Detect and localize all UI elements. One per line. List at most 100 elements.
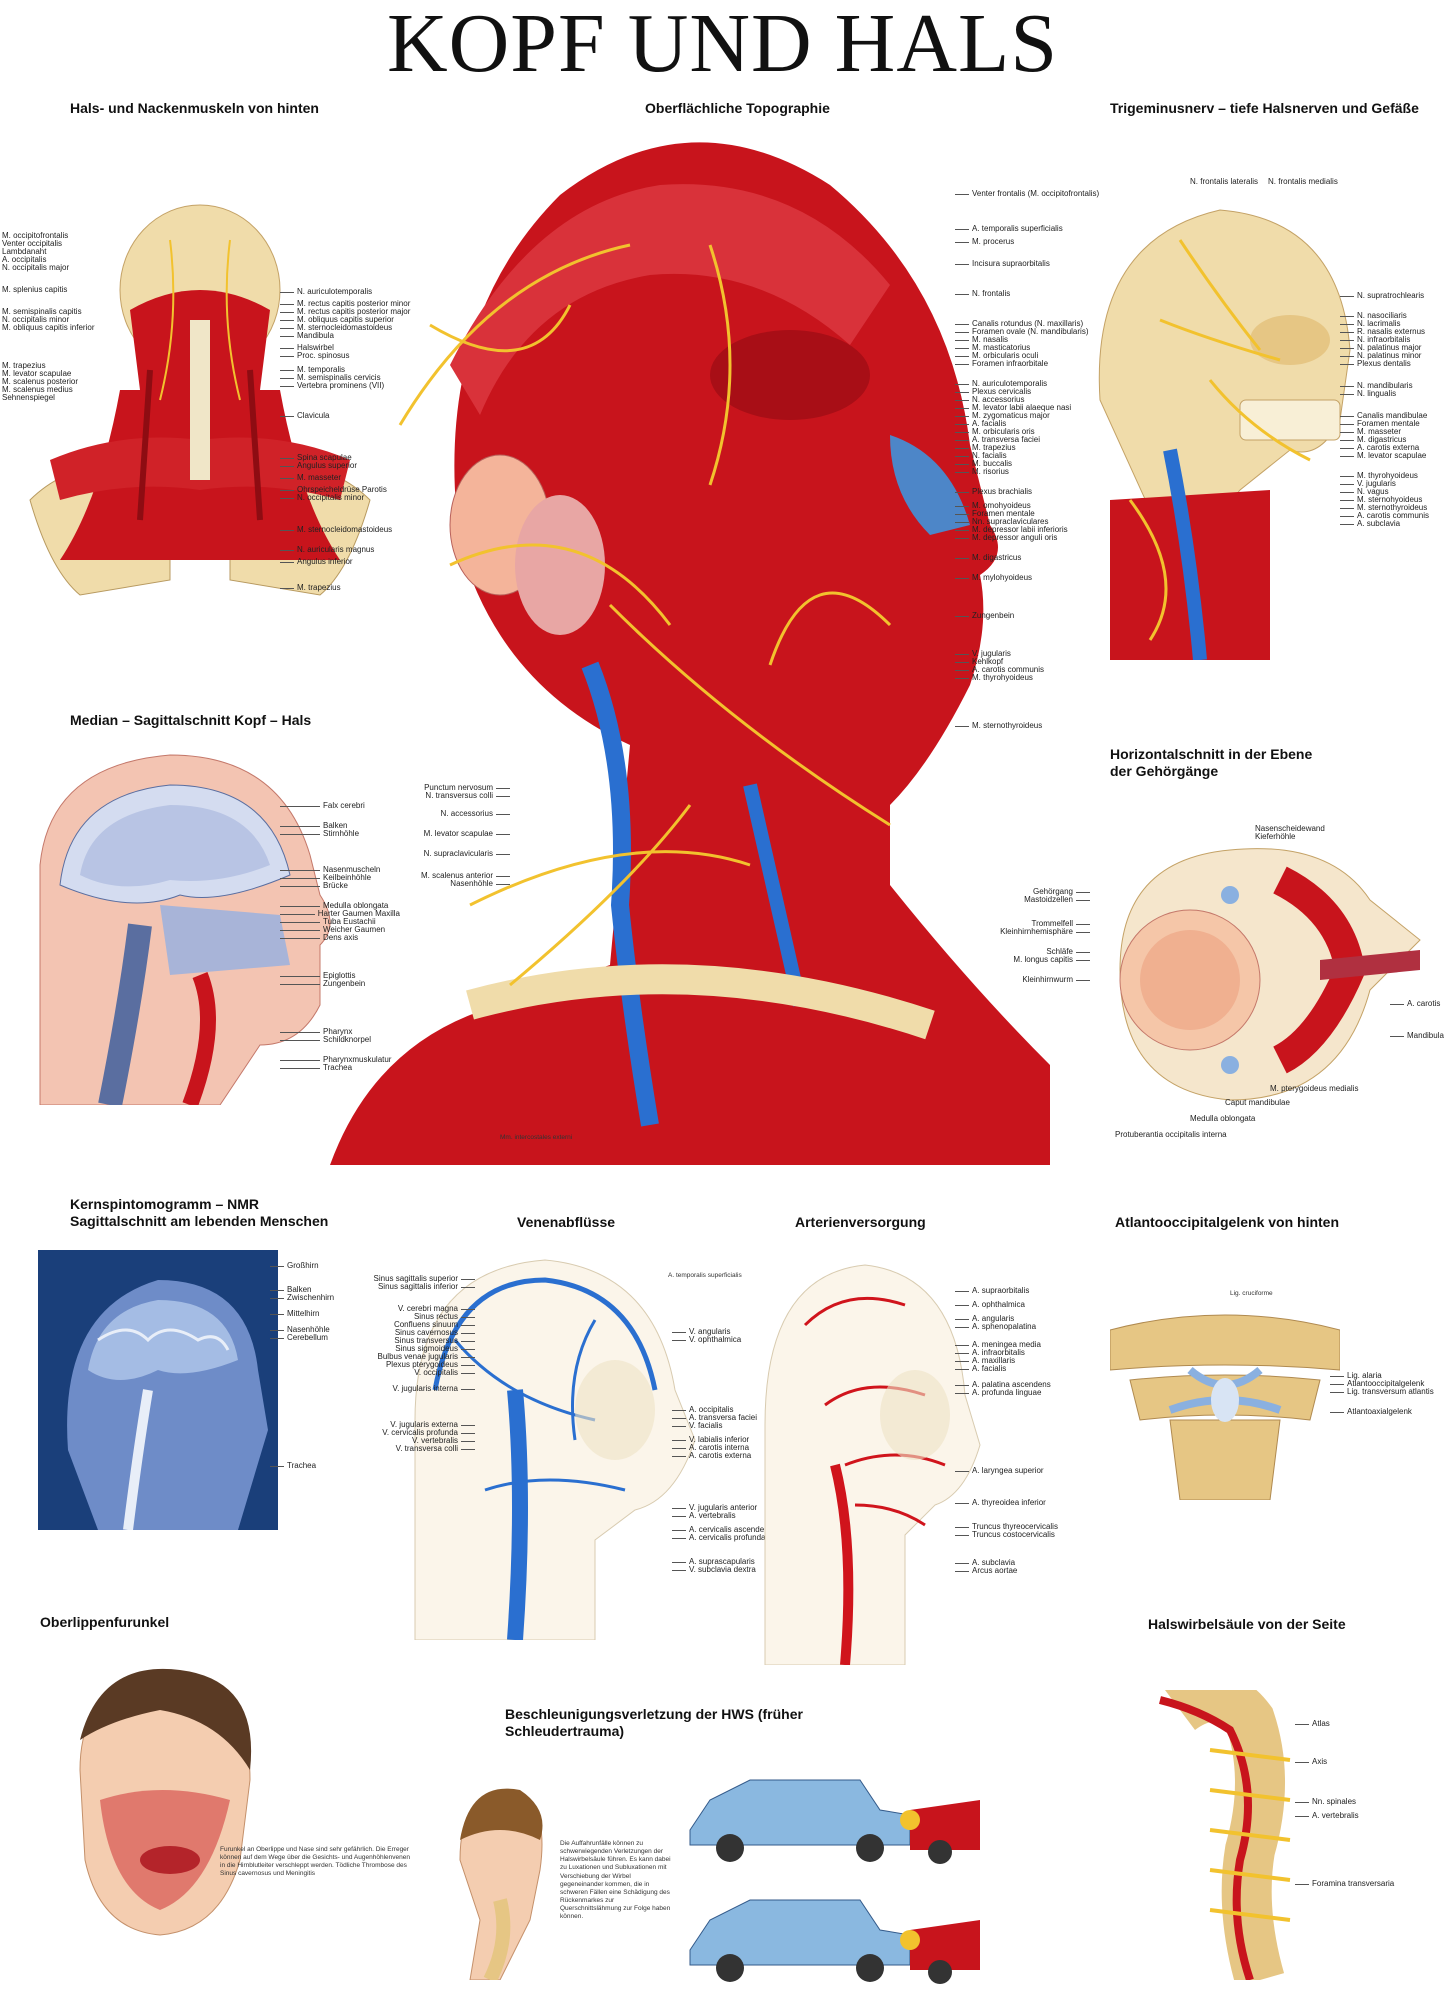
- label: M. temporalis: [280, 366, 440, 374]
- car-crash-figure-1: [689, 1779, 980, 1864]
- label: M. levator scapulae: [1340, 452, 1445, 460]
- label: Atlas: [1295, 1720, 1405, 1728]
- label: M. thyrohyoideus: [955, 674, 1125, 682]
- heading-horizontal: Horizontalschnitt in der Ebene der Gehör…: [1110, 746, 1313, 779]
- label: A. vertebralis: [1295, 1812, 1405, 1820]
- label: Nasenmuscheln: [280, 866, 400, 874]
- label: Sinus rectus: [335, 1313, 475, 1321]
- label: Kleinhirnwurm: [960, 976, 1090, 984]
- heading-whiplash: Beschleunigungsverletzung der HWS (frühe…: [505, 1706, 803, 1739]
- label: Axis: [1295, 1758, 1405, 1766]
- label: M. nasalis: [955, 336, 1125, 344]
- label: V. ophthalmica: [672, 1336, 782, 1344]
- label: Tuba Eustachii: [280, 918, 400, 926]
- label: M. longus capitis: [960, 956, 1090, 964]
- label: A. carotis interna: [672, 1444, 782, 1452]
- label: A. cervicalis ascendens: [672, 1526, 782, 1534]
- label: N. frontalis: [955, 290, 1125, 298]
- label: Mittelhirn: [270, 1310, 360, 1318]
- label: A. sphenopalatina: [955, 1323, 1075, 1331]
- label: N. supratrochlearis: [1340, 292, 1445, 300]
- label: M. sternothyroideus: [955, 722, 1125, 730]
- label: Sinus transversus: [335, 1337, 475, 1345]
- veins-figure: [414, 1259, 696, 1640]
- label: A. transversa faciei: [672, 1414, 782, 1422]
- label: N. occipitalis minor: [280, 494, 440, 502]
- label: Lig. alaria: [1330, 1372, 1445, 1380]
- horizontal-bottom-labels: M. pterygoideus medialis Caput mandibula…: [1115, 1085, 1365, 1139]
- topography-right-labels: Venter frontalis (M. occipitofrontalis) …: [955, 190, 1125, 730]
- label: N. infraorbitalis: [1340, 336, 1445, 344]
- label: A. vertebralis: [672, 1512, 782, 1520]
- label: M. orbicularis oculi: [955, 352, 1125, 360]
- label: A. carotis: [1390, 1000, 1445, 1008]
- heading-sagittal: Median – Sagittalschnitt Kopf – Hals: [70, 712, 312, 728]
- label: A. profunda linguae: [955, 1389, 1075, 1397]
- label: Ohrspeicheldrüse Parotis: [280, 486, 440, 494]
- label: M. rectus capitis posterior minor: [280, 300, 440, 308]
- label: V. jugularis interna: [335, 1385, 475, 1393]
- label: Balken: [280, 822, 400, 830]
- horizontal-left-labels: Gehörgang Mastoidzellen Trommelfell Klei…: [960, 888, 1090, 984]
- label: A. angularis: [955, 1315, 1075, 1323]
- topography-left-labels: Punctum nervosum N. transversus colli N.…: [380, 784, 510, 888]
- label: Sinus sagittalis inferior: [335, 1283, 475, 1291]
- horizontal-right-labels: A. carotis Mandibula: [1390, 1000, 1445, 1040]
- label: Epiglottis: [280, 972, 400, 980]
- label: N. supraclavicularis: [380, 850, 510, 858]
- furunkel-figure: [79, 1668, 252, 1936]
- poster-title: KOPF UND HALS: [386, 0, 1059, 90]
- label: M. orbicularis oris: [955, 428, 1125, 436]
- label: M. semispinalis capitis: [2, 307, 82, 316]
- label: M. masticatorius: [955, 344, 1125, 352]
- label: Plexus cervicalis: [955, 388, 1125, 396]
- label: Truncus costocervicalis: [955, 1531, 1075, 1539]
- label: A. carotis communis: [1340, 512, 1445, 520]
- label: N. vagus: [1340, 488, 1445, 496]
- label: V. jugularis: [1340, 480, 1445, 488]
- label: M. splenius capitis: [2, 285, 68, 294]
- label: V. angularis: [672, 1328, 782, 1336]
- label: Cerebellum: [270, 1334, 360, 1342]
- label: A. suprascapularis: [672, 1558, 782, 1566]
- label: Foramina transversaria: [1295, 1880, 1405, 1888]
- label: Nn. supraclaviculares: [955, 518, 1125, 526]
- label: M. risorius: [955, 468, 1125, 476]
- label: Plexus pterygoideus: [335, 1361, 475, 1369]
- label: Incisura supraorbitalis: [955, 260, 1125, 268]
- label: Mastoidzellen: [960, 896, 1090, 904]
- label: Schläfe: [960, 948, 1090, 956]
- label: A. facialis: [955, 420, 1125, 428]
- neck-back-right-labels: N. auriculotemporalis M. rectus capitis …: [280, 288, 440, 592]
- neck-back-left-labels: M. occipitofrontalis Venter occipitalis …: [2, 232, 112, 402]
- label: M. depressor labii inferioris: [955, 526, 1125, 534]
- label: A. subclavia: [955, 1559, 1075, 1567]
- label: V. vertebralis: [335, 1437, 475, 1445]
- label: M. occipitofrontalis: [2, 231, 69, 240]
- label: M. digastricus: [955, 554, 1125, 562]
- label: M. semispinalis cervicis: [280, 374, 440, 382]
- arteries-top-label: A. temporalis superficialis: [668, 1272, 742, 1279]
- label: V. jugularis externa: [335, 1421, 475, 1429]
- label: Gehörgang: [960, 888, 1090, 896]
- label: Foramen ovale (N. mandibularis): [955, 328, 1125, 336]
- label: M. sternocleidomastoideus: [280, 526, 440, 534]
- label: Zwischenhirn: [270, 1294, 360, 1302]
- whiplash-caption: Die Auffahrunfälle können zu schwerwiege…: [560, 1840, 671, 1921]
- label: Atlantoaxialgelenk: [1330, 1408, 1445, 1416]
- label: Medulla oblongata: [280, 902, 400, 910]
- label: M. trapezius: [955, 444, 1125, 452]
- label: Lambdanaht: [2, 247, 47, 256]
- label: Lig. transversum atlantis: [1330, 1388, 1445, 1396]
- heading-topography: Oberflächliche Topographie: [645, 100, 830, 116]
- label: Schildknorpel: [280, 1036, 400, 1044]
- label: M. digastricus: [1340, 436, 1445, 444]
- label: Medulla oblongata: [1190, 1114, 1256, 1123]
- label: A. meningea media: [955, 1341, 1075, 1349]
- label: Dens axis: [280, 934, 400, 942]
- label: N. occipitalis minor: [2, 315, 70, 324]
- label: Arcus aortae: [955, 1567, 1075, 1575]
- label: A. thyreoidea inferior: [955, 1499, 1075, 1507]
- label: N. accessorius: [955, 396, 1125, 404]
- label: M. sternocleidomastoideus: [280, 324, 440, 332]
